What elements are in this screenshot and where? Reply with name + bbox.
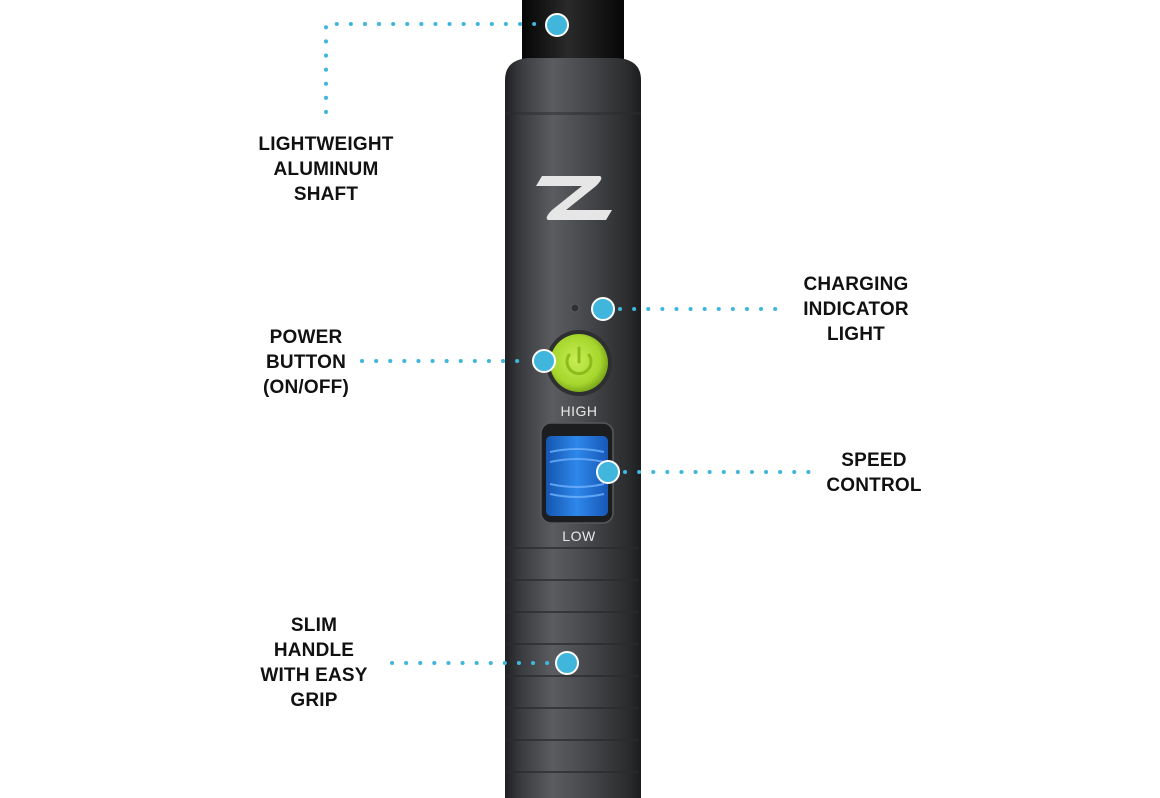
label-line: ALUMINUM xyxy=(273,159,379,180)
handle-collar xyxy=(505,112,641,115)
shaft-dot xyxy=(545,13,569,37)
shaft-leader xyxy=(324,22,550,114)
shaft-callout-label: LIGHTWEIGHT ALUMINUM SHAFT xyxy=(226,132,426,207)
label-line: SLIM xyxy=(290,615,338,636)
speed-callout-label: SPEED CONTROL xyxy=(774,448,974,498)
power-icon xyxy=(565,346,593,376)
charging-indicator-light xyxy=(570,303,580,313)
callout-leaders xyxy=(324,22,812,665)
power-dot xyxy=(532,349,556,373)
slider-ridges-icon xyxy=(549,448,605,498)
label-line: BUTTON xyxy=(265,352,346,373)
callout-dots xyxy=(532,13,620,675)
label-line: CHARGING xyxy=(803,274,909,295)
label-line: LIGHT xyxy=(827,324,885,345)
speed-high-label: HIGH xyxy=(560,403,598,419)
charging-callout-label: CHARGING INDICATOR LIGHT xyxy=(756,272,956,347)
brand-swoosh-logo xyxy=(536,176,612,220)
label-line: SPEED xyxy=(841,450,907,471)
label-line: WITH EASY xyxy=(260,665,368,686)
label-line: GRIP xyxy=(290,690,338,711)
label-line: (ON/OFF) xyxy=(262,377,350,398)
label-line: CONTROL xyxy=(826,475,922,496)
label-line: LIGHTWEIGHT xyxy=(258,134,394,155)
label-line: SHAFT xyxy=(293,184,359,205)
charging-dot xyxy=(591,297,615,321)
power-callout-label: POWER BUTTON (ON/OFF) xyxy=(206,325,406,400)
grip-rings xyxy=(507,547,639,773)
handle-callout-label: SLIM HANDLE WITH EASY GRIP xyxy=(214,613,414,713)
handle-dot xyxy=(555,651,579,675)
label-line: HANDLE xyxy=(273,640,355,661)
label-line: POWER xyxy=(269,327,343,348)
label-line: INDICATOR xyxy=(803,299,909,320)
speed-dot xyxy=(596,460,620,484)
speed-low-label: LOW xyxy=(562,528,596,544)
